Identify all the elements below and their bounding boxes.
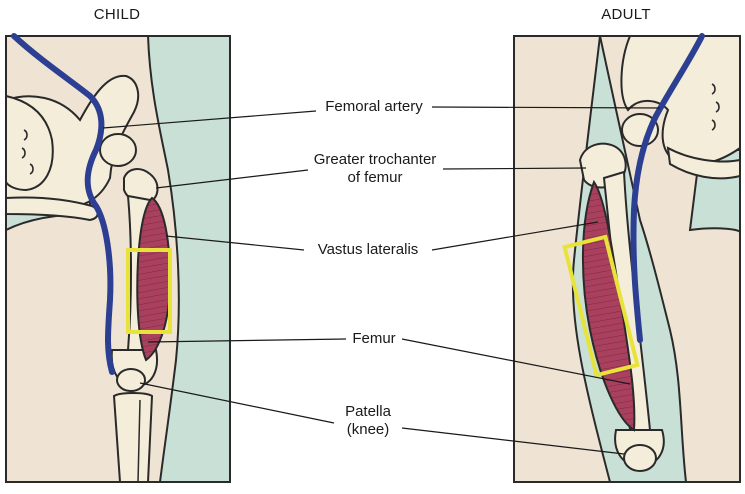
adult-thigh-outer bbox=[513, 35, 612, 483]
adult-pubis bbox=[666, 146, 741, 180]
leader-femur-left bbox=[147, 338, 347, 343]
leader-femoral-artery-left bbox=[102, 110, 317, 129]
adult-panel bbox=[513, 33, 741, 483]
child-vastus-lateralis bbox=[136, 196, 172, 362]
child-sacrum-detail bbox=[21, 129, 34, 175]
label-patella: Patella (knee) bbox=[345, 403, 391, 439]
leader-patella-right bbox=[401, 427, 625, 455]
adult-injection-site bbox=[562, 234, 640, 378]
child-patella bbox=[116, 368, 146, 392]
label-patella-line1: Patella bbox=[345, 403, 391, 420]
child-sacrum bbox=[5, 94, 54, 192]
child-title: CHILD bbox=[93, 6, 141, 23]
leader-femoral-artery-right bbox=[431, 106, 661, 109]
child-femur-head bbox=[99, 133, 137, 167]
label-vastus-lateralis: Vastus lateralis bbox=[317, 241, 419, 258]
leader-vastus-left bbox=[165, 235, 305, 251]
label-femoral-artery: Femoral artery bbox=[325, 98, 423, 115]
label-patella-line2: (knee) bbox=[346, 421, 390, 438]
child-tibia bbox=[112, 392, 154, 483]
adult-femoral-artery bbox=[630, 33, 705, 343]
child-femoral-artery bbox=[11, 33, 115, 375]
adult-sacrum-detail bbox=[711, 83, 720, 131]
child-fibula-line bbox=[137, 399, 141, 483]
label-femur: Femur bbox=[352, 330, 396, 347]
label-greater-trochanter: Greater trochanter of femur bbox=[314, 151, 437, 187]
label-greater-trochanter-line2: of femur bbox=[347, 169, 403, 186]
leader-lines bbox=[102, 106, 661, 455]
leader-trochanter-right bbox=[442, 167, 587, 170]
child-panel bbox=[5, 33, 231, 483]
label-greater-trochanter-line1: Greater trochanter bbox=[313, 151, 437, 168]
adult-patella bbox=[623, 444, 657, 472]
leader-trochanter-left bbox=[155, 169, 309, 189]
adult-title: ADULT bbox=[601, 6, 651, 23]
leader-vastus-right bbox=[431, 221, 599, 251]
leader-femur-right bbox=[401, 338, 631, 385]
leader-patella-left bbox=[139, 382, 335, 424]
child-injection-site bbox=[126, 248, 172, 334]
